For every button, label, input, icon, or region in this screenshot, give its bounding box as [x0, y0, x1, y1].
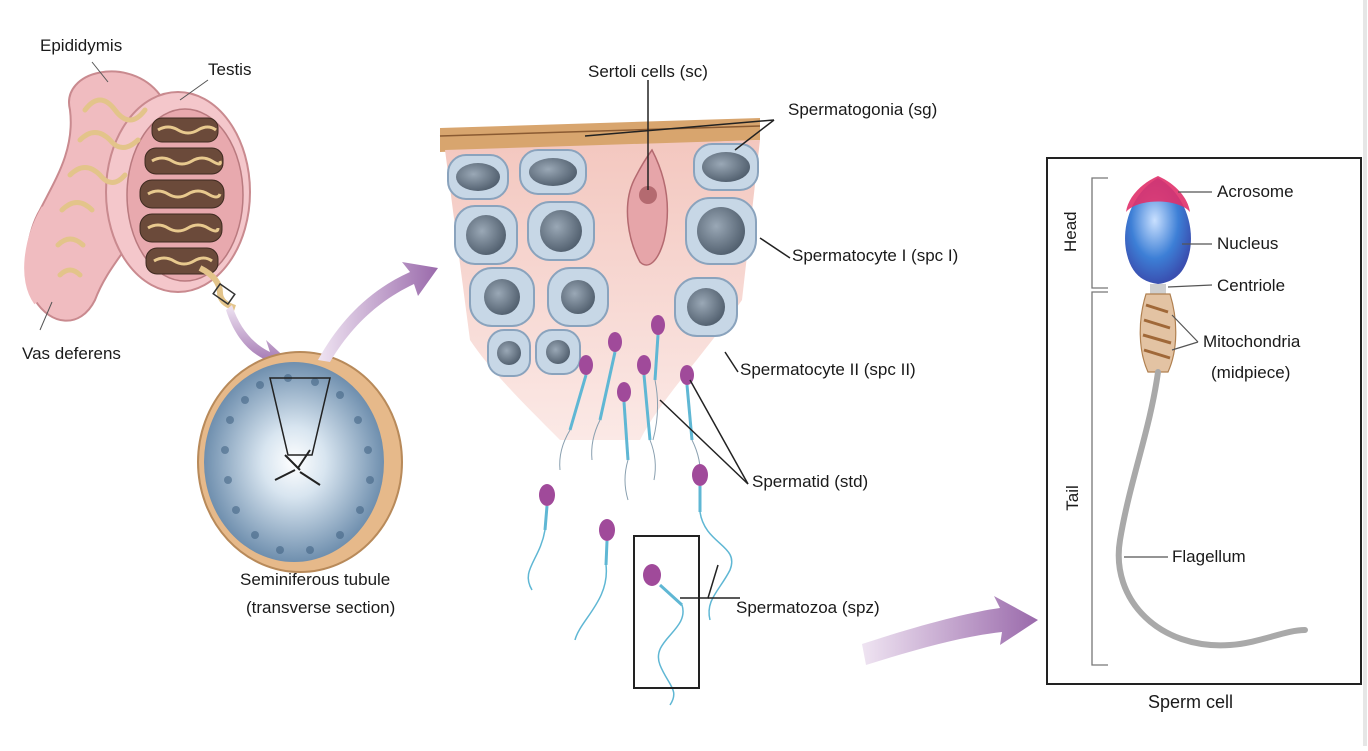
sperm-head	[1125, 178, 1191, 284]
label-spermatogonia: Spermatogonia (sg)	[788, 100, 938, 119]
arrow-tubule-to-tissue	[318, 262, 438, 362]
label-tail: Tail	[1063, 485, 1082, 511]
label-tubule-line2: (transverse section)	[246, 598, 396, 617]
label-vas-deferens: Vas deferens	[22, 344, 121, 363]
arrow-to-sperm-cell	[862, 596, 1038, 665]
tissue-section	[439, 80, 791, 706]
spermatids	[559, 315, 701, 501]
label-sertoli: Sertoli cells (sc)	[588, 62, 708, 81]
label-spermatozoa: Spermatozoa (spz)	[736, 598, 880, 617]
label-nucleus: Nucleus	[1217, 234, 1279, 253]
label-testis: Testis	[208, 60, 252, 79]
testis-illustration	[24, 61, 251, 331]
seminiferous-tubule	[197, 351, 403, 573]
label-head: Head	[1061, 211, 1080, 252]
label-spermatocyte1: Spermatocyte I (spc I)	[792, 246, 959, 265]
flagellum-tail	[1115, 369, 1308, 649]
right-edge-border	[1363, 0, 1367, 746]
testis-lobules	[139, 117, 225, 275]
label-spermatid: Spermatid (std)	[752, 472, 869, 491]
label-spermatocyte2: Spermatocyte II (spc II)	[740, 360, 916, 379]
sperm-cell-frame	[1046, 157, 1362, 685]
sertoli-cell	[626, 148, 669, 266]
spermatozoa	[527, 464, 733, 706]
label-acrosome: Acrosome	[1217, 182, 1294, 201]
label-epididymis: Epididymis	[40, 36, 123, 55]
label-mitochondria-line2: (midpiece)	[1211, 363, 1291, 382]
vas-deferens-tube	[24, 206, 55, 305]
label-flagellum: Flagellum	[1172, 547, 1246, 566]
sperm-cell-detail	[1091, 176, 1308, 666]
acrosome-cap	[1126, 176, 1190, 212]
label-tubule-line1: Seminiferous tubule	[240, 570, 391, 589]
label-sperm-cell: Sperm cell	[1148, 692, 1234, 712]
arrow-testis-to-tubule	[226, 305, 290, 370]
spermatozoa-highlight-box	[633, 535, 700, 689]
label-centriole: Centriole	[1217, 276, 1286, 295]
label-mitochondria-line1: Mitochondria	[1203, 332, 1301, 351]
